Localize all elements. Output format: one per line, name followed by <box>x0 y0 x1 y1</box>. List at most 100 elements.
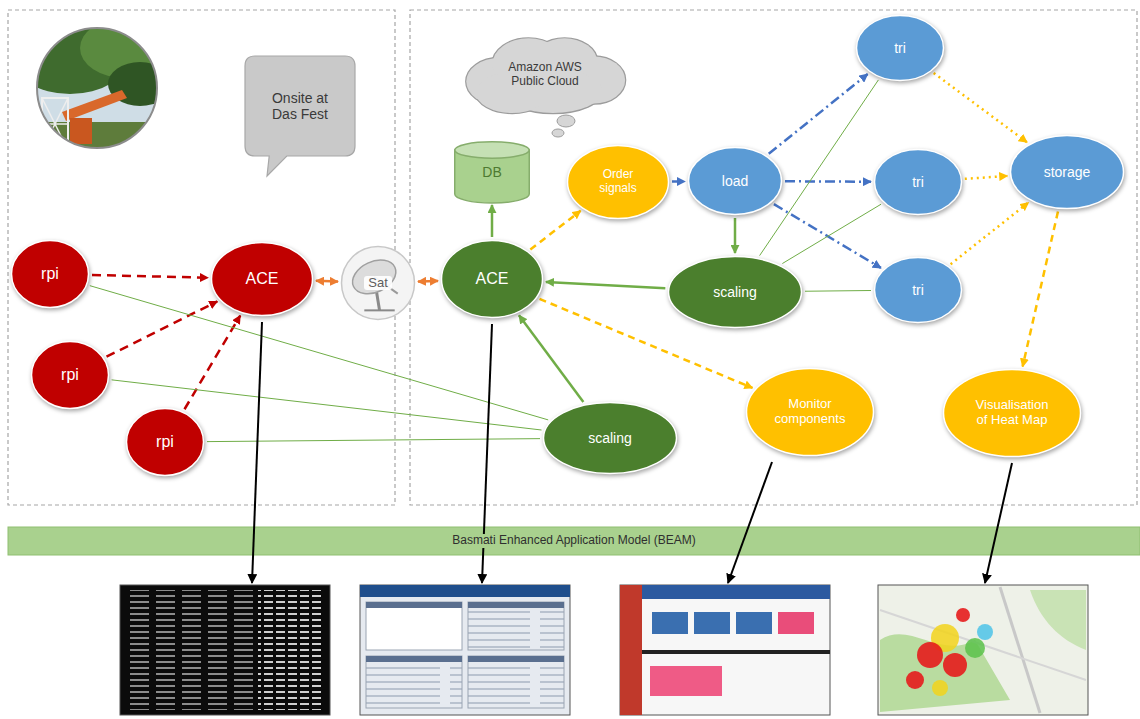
connector <box>112 380 542 430</box>
status-tile <box>778 612 814 634</box>
band-fill <box>8 527 1140 555</box>
screen-titlebar <box>360 585 570 597</box>
connector <box>184 316 240 410</box>
node-label: rpi <box>41 265 59 283</box>
thought-bubble <box>552 129 564 137</box>
node-label: Monitor components <box>768 397 852 427</box>
photo-foliage <box>12 22 128 94</box>
callout-bubble: Onsite at Das Fest <box>245 56 355 156</box>
node-label: ACE <box>476 270 509 288</box>
process-ellipse: load <box>687 146 783 216</box>
dish-reflector <box>347 254 401 301</box>
process-ellipse: tri <box>873 148 963 216</box>
process-ellipse: tri <box>855 14 945 82</box>
node-label: DB <box>482 164 501 180</box>
photo-ground <box>30 122 170 162</box>
dish-base <box>364 309 394 311</box>
screen-panel-header <box>468 656 564 662</box>
ellipse-outline <box>1011 136 1124 209</box>
map-park <box>1030 590 1086 650</box>
node-label: scaling <box>713 284 757 300</box>
node-label: Visualisation of Heat Map <box>970 398 1054 428</box>
connector <box>1023 212 1058 367</box>
status-tile <box>694 612 730 634</box>
node-label: Onsite at Das Fest <box>261 90 339 122</box>
connector <box>491 205 494 237</box>
connector <box>760 80 879 256</box>
heat-blob <box>965 638 985 658</box>
screen-panel <box>366 602 462 650</box>
map-road <box>880 610 1086 680</box>
connector <box>418 280 438 283</box>
cloud-region <box>410 10 1137 505</box>
screen-panel-header <box>366 656 462 662</box>
screen-panel-header <box>468 602 564 608</box>
ellipse-outline <box>32 342 109 409</box>
terminal-lines <box>124 590 254 710</box>
heat-blob <box>932 680 948 696</box>
cylinder-body <box>455 150 530 203</box>
connector <box>530 211 580 250</box>
node-label: scaling <box>588 430 632 446</box>
site-photo <box>12 18 172 162</box>
callout-outline <box>245 56 355 176</box>
connector <box>546 282 665 288</box>
heat-blob <box>917 642 943 668</box>
connector <box>774 204 881 268</box>
ellipse-outline <box>127 409 204 476</box>
heat-blob <box>956 608 970 622</box>
heat-blob <box>906 671 924 689</box>
node-label: rpi <box>61 366 79 384</box>
node-label: ACE <box>246 270 279 288</box>
connector <box>734 218 737 253</box>
onsite-region <box>8 10 395 505</box>
connector <box>785 180 871 183</box>
node-label: storage <box>1044 164 1091 180</box>
status-tile <box>652 612 688 634</box>
connector <box>805 290 871 292</box>
ellipse-outline <box>875 258 962 323</box>
ellipse-outline <box>544 403 677 474</box>
process-ellipse: ACE <box>440 239 544 319</box>
ellipse-outline <box>875 150 962 215</box>
connector <box>672 180 685 183</box>
process-ellipse: scaling <box>667 255 803 329</box>
satellite-dish: Sat <box>340 245 416 321</box>
connector <box>90 286 548 420</box>
region-frame <box>8 10 1137 505</box>
node-label: rpi <box>156 433 174 451</box>
photo-lift <box>62 90 127 121</box>
connector <box>951 203 1029 265</box>
node-label: load <box>722 173 748 189</box>
map-road <box>1000 587 1040 713</box>
photo-lift <box>70 118 92 144</box>
ellipse-outline <box>342 247 415 320</box>
node-label: tri <box>912 282 924 298</box>
process-ellipse: Visualisation of Heat Map <box>942 368 1082 458</box>
leader-arrow <box>728 462 772 583</box>
screen-frame <box>620 585 830 715</box>
process-ellipse: rpi <box>10 239 90 309</box>
dish-pole <box>376 287 380 311</box>
photo-sky <box>30 20 170 160</box>
ace-screenshot <box>360 585 570 715</box>
connector <box>965 176 1007 179</box>
process-ellipse: tri <box>873 256 963 324</box>
terminal-screenshot <box>120 585 330 715</box>
node-label: Amazon AWS Public Cloud <box>499 61 591 89</box>
connector <box>934 73 1027 142</box>
node-label: tri <box>912 174 924 190</box>
connector <box>107 301 218 356</box>
alert-box <box>650 666 722 696</box>
leader-arrow <box>252 322 262 583</box>
ellipse-outline <box>442 241 543 318</box>
photo-scaffold <box>42 98 68 150</box>
leader-arrow <box>985 463 1012 583</box>
connector <box>92 275 208 278</box>
photo-border <box>37 28 157 148</box>
cylinder-top <box>455 142 530 159</box>
connector <box>519 315 583 402</box>
connector <box>782 204 881 263</box>
photo-scaffold <box>42 98 68 150</box>
